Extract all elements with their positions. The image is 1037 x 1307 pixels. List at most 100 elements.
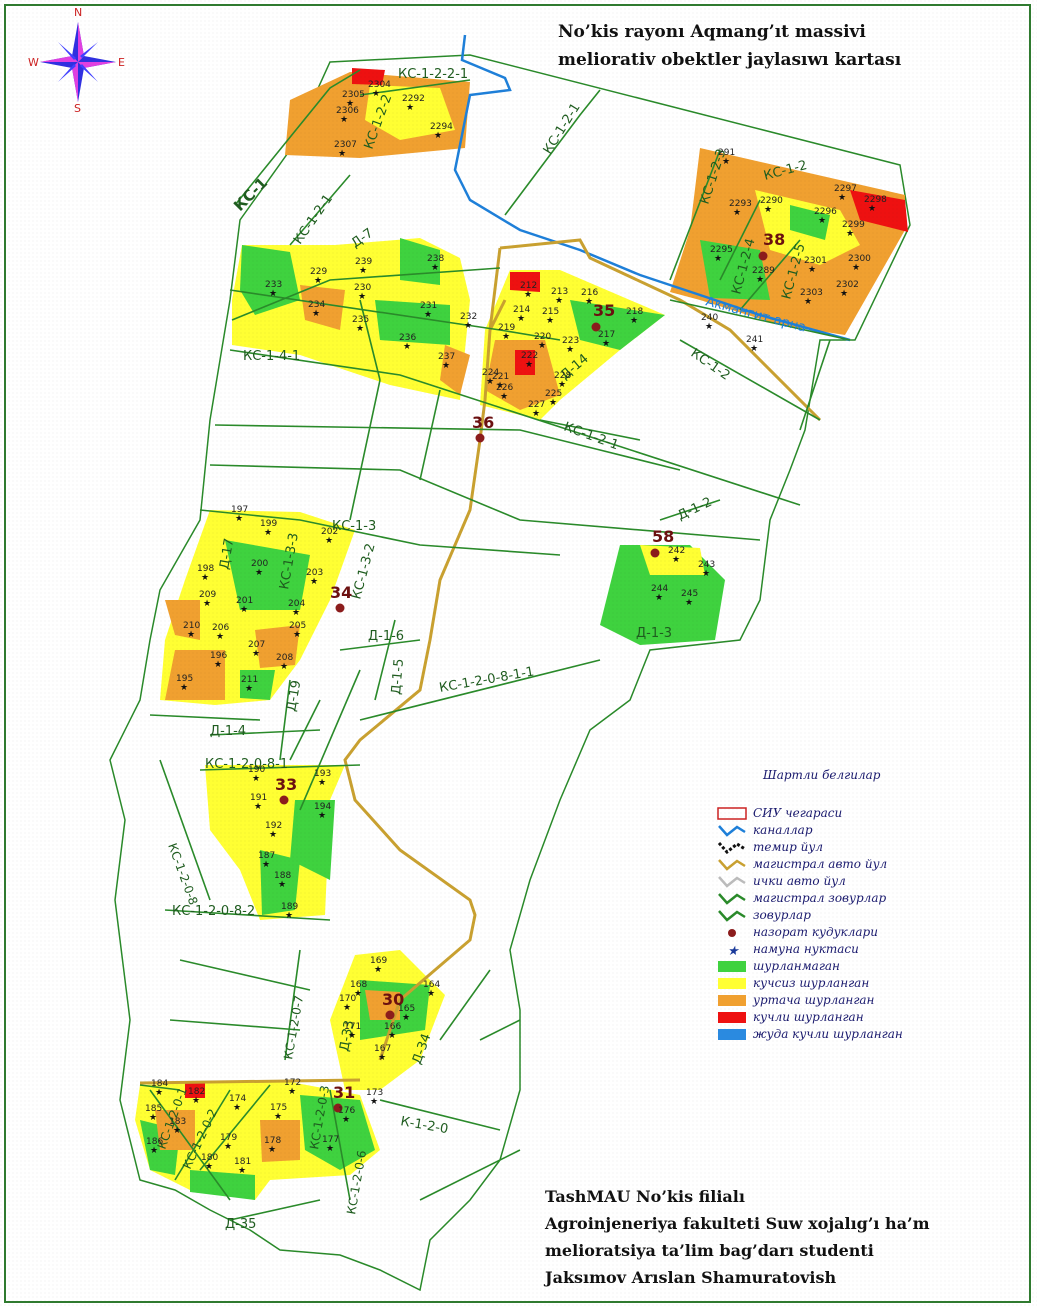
sample-point-star-icon: ★	[388, 1031, 396, 1041]
sample-point-star-icon: ★	[502, 332, 510, 342]
legend-title: Шартли белгилар	[763, 768, 881, 782]
sample-point-star-icon: ★	[442, 361, 450, 371]
sample-point-star-icon: ★	[370, 1097, 378, 1107]
well-marker	[758, 251, 768, 261]
sample-point-star-icon: ★	[201, 573, 209, 583]
sample-point-label: 213	[551, 287, 568, 297]
sample-point-star-icon: ★	[378, 1053, 386, 1063]
sample-point-star-icon: ★	[326, 1144, 334, 1154]
sample-point-star-icon: ★	[764, 205, 772, 215]
sample-point-star-icon: ★	[630, 316, 638, 326]
label-d14b: Д-1-4	[210, 724, 246, 739]
sample-point-star-icon: ★	[150, 1146, 158, 1156]
legend-item: магистрал авто йул	[715, 857, 955, 873]
sample-point-label: 175	[270, 1103, 287, 1113]
credits-line-1: TashMAU No’kis filialı	[545, 1187, 745, 1206]
sample-point-star-icon: ★	[424, 310, 432, 320]
legend-item: кучсиз шурланган	[715, 976, 955, 992]
sample-point-star-icon: ★	[342, 1115, 350, 1125]
sample-point-star-icon: ★	[269, 830, 277, 840]
sample-point-star-icon: ★	[838, 193, 846, 203]
sample-point-label: 233	[265, 280, 282, 290]
sample-point-star-icon: ★	[314, 276, 322, 286]
sample-point-star-icon: ★	[310, 577, 318, 587]
sample-point-star-icon: ★	[216, 632, 224, 642]
sample-point-star-icon: ★	[464, 321, 472, 331]
sample-point-star-icon: ★	[546, 316, 554, 326]
sample-point-star-icon: ★	[280, 662, 288, 672]
sample-point-label: 171	[344, 1022, 361, 1032]
well-marker	[279, 795, 289, 805]
compass-rose: N S E W	[28, 6, 126, 115]
sample-point-label: 2304	[368, 80, 391, 90]
sample-point-label: 2302	[836, 280, 859, 290]
sample-point-label: 244	[651, 584, 668, 594]
legend-item: зовурлар	[715, 908, 955, 924]
sample-point-star-icon: ★	[325, 536, 333, 546]
sample-point-star-icon: ★	[538, 341, 546, 351]
legend-label: жуда кучли шурланган	[753, 1027, 903, 1041]
well-label: 34	[330, 583, 352, 602]
sample-point-label: 187	[258, 851, 275, 861]
label-ks141: КС-1-4-1	[243, 349, 300, 364]
title-line-1: No’kis rayonı Aqmang’ıt massivi	[558, 22, 866, 42]
sample-point-star-icon: ★	[585, 297, 593, 307]
sample-point-label: 227	[528, 400, 545, 410]
sample-point-label: 193	[314, 769, 331, 779]
sample-point-label: 2289	[752, 266, 775, 276]
sample-point-label: 2295	[710, 245, 733, 255]
sample-point-star-icon: ★	[312, 309, 320, 319]
sample-point-star-icon: ★	[434, 131, 442, 141]
compass-icon	[40, 22, 116, 102]
sample-point-star-icon: ★	[238, 1166, 246, 1176]
label-d19: Д-19	[284, 679, 304, 713]
sample-point-star-icon: ★	[852, 263, 860, 273]
legend-label: магистрал авто йул	[753, 857, 888, 871]
sample-point-star-icon: ★	[486, 377, 494, 387]
sample-point-label: 243	[698, 560, 715, 570]
well-marker	[475, 433, 485, 443]
sample-point-label: 191	[250, 793, 267, 803]
sample-point-label: 220	[534, 332, 551, 342]
sample-point-label: 190	[248, 765, 265, 775]
sample-point-label: 222	[521, 351, 538, 361]
sample-point-star-icon: ★	[274, 1112, 282, 1122]
sample-point-label: 198	[197, 564, 214, 574]
sample-point-label: 240	[701, 313, 718, 323]
sample-point-star-icon: ★	[868, 204, 876, 214]
sample-point-star-icon: ★	[358, 292, 366, 302]
sample-point-star-icon: ★	[524, 290, 532, 300]
label-d16: Д-1-6	[368, 629, 404, 644]
sample-point-star-icon: ★	[372, 89, 380, 99]
label-ks13: КС-1-3	[332, 519, 376, 534]
sample-point-label: 212	[520, 281, 537, 291]
sample-point-label: 173	[366, 1088, 383, 1098]
sample-point-star-icon: ★	[149, 1113, 157, 1123]
sample-point-label: 236	[399, 333, 416, 343]
sample-point-star-icon: ★	[180, 683, 188, 693]
sample-point-star-icon: ★	[285, 911, 293, 921]
well-marker	[385, 1010, 395, 1020]
sample-point-star-icon: ★	[254, 802, 262, 812]
well-marker	[335, 603, 345, 613]
sample-point-label: 165	[398, 1004, 415, 1014]
sample-point-star-icon: ★	[532, 409, 540, 419]
sample-point-star-icon: ★	[192, 1096, 200, 1106]
sample-point-star-icon: ★	[525, 360, 533, 370]
sample-point-star-icon: ★	[427, 989, 435, 999]
sample-point-label: 2299	[842, 220, 865, 230]
sample-point-label: 218	[626, 307, 643, 317]
sample-point-star-icon: ★	[818, 216, 826, 226]
sample-point-label: 232	[460, 312, 477, 322]
sample-point-star-icon: ★	[403, 342, 411, 352]
sample-point-star-icon: ★	[566, 345, 574, 355]
sample-point-label: 176	[338, 1106, 355, 1116]
sample-point-label: 2294	[430, 122, 453, 132]
legend-label: каналлар	[753, 823, 813, 837]
legend-label: СИУ чегараси	[753, 806, 843, 820]
sample-point-label: 228	[554, 371, 571, 381]
sample-point-label: 2301	[804, 256, 827, 266]
legend-symbol-icon	[717, 842, 746, 854]
sample-point-star-icon: ★	[338, 149, 346, 159]
sample-point-star-icon: ★	[356, 324, 364, 334]
